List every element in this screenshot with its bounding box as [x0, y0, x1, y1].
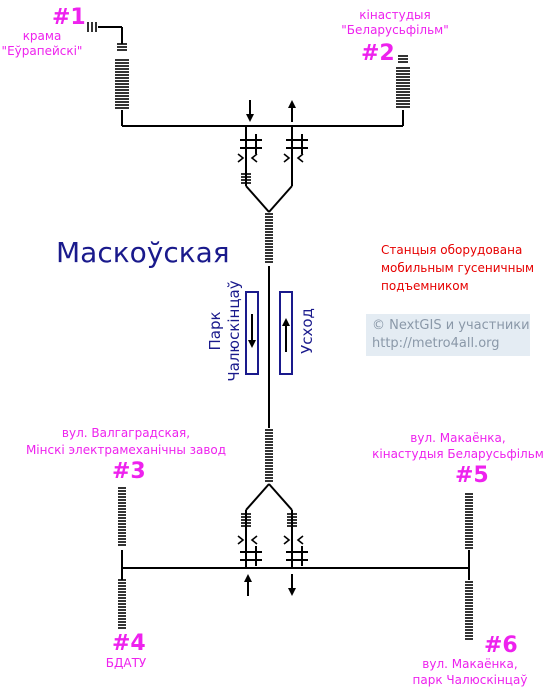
exit-1-number: #1 — [52, 5, 86, 30]
exit-2-number: #2 — [361, 41, 395, 66]
station-name: Маскоўская — [56, 236, 230, 269]
exit-6-number: #6 — [484, 633, 518, 658]
chevron-icon — [283, 535, 291, 545]
exit-5-number: #5 — [455, 463, 489, 488]
platform-left — [245, 291, 259, 375]
exit-6-line-2: парк Чалюскінцаў — [413, 673, 528, 687]
exit-4-line-1: БДАТУ — [106, 656, 147, 670]
chevron-icon — [250, 535, 258, 545]
exit-2-line-1: кінастудыя — [359, 8, 430, 22]
chevron-icon — [283, 153, 291, 163]
exit-3-line-2: Мінскі электрамеханічны завод — [26, 443, 226, 457]
note-line-1: Станцыя оборудована — [381, 243, 522, 257]
platform-left-label-1: Парк — [206, 311, 224, 350]
chevron-icon — [296, 535, 304, 545]
chevron-icon — [237, 153, 245, 163]
exit-1-line-1: крама — [23, 29, 62, 43]
down-arrow-icon — [248, 340, 256, 348]
credit-box — [366, 314, 530, 356]
note-line-3: подъемником — [381, 279, 469, 293]
credit-line-1: © NextGIS и участники — [372, 318, 530, 333]
exit-3-line-1: вул. Валгаградская, — [62, 426, 190, 440]
chevron-icon — [250, 153, 258, 163]
platform-right — [279, 291, 293, 375]
platform-right-label: Усход — [298, 308, 316, 354]
up-arrow-icon — [282, 318, 290, 326]
exit-1-line-2: "Еўрапейскі" — [2, 44, 83, 58]
exit-5-line-1: вул. Макаёнка, — [410, 431, 505, 445]
exit-2-line-2: "Беларусьфільм" — [341, 23, 448, 37]
exit-3-number: #3 — [112, 459, 146, 484]
passage-lines — [98, 26, 470, 580]
direction-marks — [237, 134, 308, 566]
credit-line-2[interactable]: http://metro4all.org — [372, 336, 500, 351]
chevron-icon — [296, 153, 304, 163]
exit-4-number: #4 — [112, 631, 146, 656]
stairs-group — [87, 22, 473, 640]
chevron-icon — [237, 535, 245, 545]
platform-left-label-2: Чалюскінцаў — [225, 280, 243, 381]
exit-6-line-1: вул. Макаёнка, — [422, 657, 517, 671]
flow-arrows — [244, 100, 296, 596]
note-line-2: мобильным гусеничным — [381, 261, 534, 275]
exit-5-line-2: кінастудыя Беларусьфільм — [372, 447, 544, 461]
